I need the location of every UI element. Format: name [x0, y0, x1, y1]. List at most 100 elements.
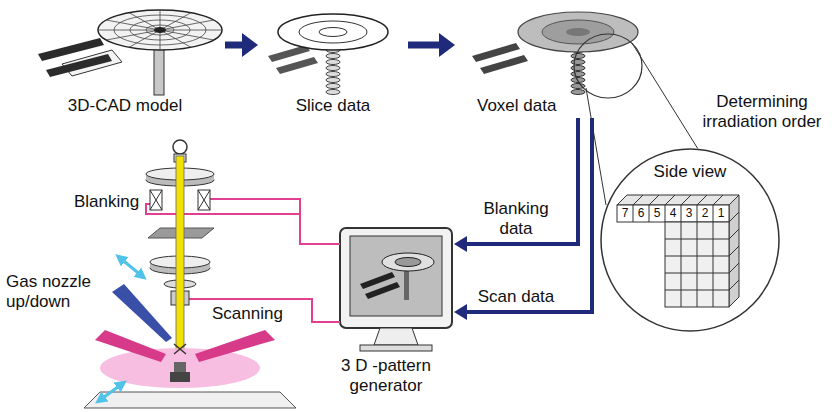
- monitor-illustration-part: [360, 345, 432, 351]
- callout-number: 4: [665, 205, 681, 222]
- side-view-grid-part: [633, 205, 713, 222]
- voxel-data-illustration-part: [571, 60, 585, 65]
- fib-apparatus-part: [95, 330, 166, 362]
- cad-model-illustration-part: [46, 54, 112, 77]
- cad-model-illustration-part: [98, 10, 222, 50]
- fib-apparatus-part: [195, 330, 275, 362]
- slice-data-illustration-part: [326, 66, 340, 71]
- edge-label: Blanking data: [476, 199, 556, 239]
- cad-model-illustration-part: [38, 38, 104, 61]
- side-view-grid-part: [665, 222, 729, 307]
- side-view-grid-part: [729, 195, 739, 307]
- control-wires-part: [210, 199, 340, 244]
- voxel-data-illustration: [472, 12, 638, 95]
- edge-label: Scan data: [476, 287, 556, 307]
- fib-apparatus-part: [173, 140, 187, 154]
- voxel-data-illustration-part: [571, 90, 585, 95]
- slice-data-illustration: [268, 14, 388, 95]
- fib-apparatus-part: [100, 384, 122, 400]
- process-note: Determining irradiation order: [692, 92, 832, 132]
- node-label: Voxel data: [477, 96, 650, 116]
- flow-arrow: [225, 33, 258, 57]
- monitor-illustration-part: [395, 258, 421, 267]
- voxel-data-figure: Voxel data: [455, 0, 650, 118]
- node-label: 3 D -pattern generator: [318, 356, 454, 396]
- fib-apparatus-part: [176, 156, 184, 350]
- arrow-head: [242, 33, 258, 57]
- monitor-illustration-part: [404, 268, 409, 300]
- fib-apparatus-part: [112, 284, 172, 342]
- slice-data-illustration-part: [326, 78, 340, 83]
- callout-number: 2: [697, 205, 713, 222]
- side-view-grid-part: [729, 212, 739, 290]
- arrow-shaft: [464, 118, 592, 312]
- callout-number: 5: [649, 205, 665, 222]
- monitor-illustration-part: [340, 228, 452, 328]
- slice-data-illustration-part: [326, 60, 340, 65]
- flow-arrow: [454, 118, 592, 320]
- slice-data-illustration-part: [326, 84, 340, 89]
- cad-model-illustration-part: [98, 10, 222, 50]
- slice-data-illustration-part: [326, 72, 340, 77]
- flow-arrow: [408, 33, 455, 57]
- cad-model-illustration-part: [154, 27, 166, 33]
- callout-number: 6: [633, 205, 649, 222]
- pattern-generator-monitor: 3 D -pattern generator: [318, 226, 454, 398]
- fib-apparatus-part: [174, 362, 186, 372]
- node-label: 3D-CAD model: [25, 96, 225, 116]
- cad-model-illustration: [38, 10, 222, 95]
- slice-data-illustration-part: [319, 28, 347, 37]
- fib-apparatus: [84, 140, 296, 408]
- fib-apparatus-part: [170, 372, 190, 382]
- side-view-circle: Side view: [600, 148, 780, 332]
- monitor-illustration-part: [365, 282, 400, 299]
- slice-data-illustration-part: [326, 90, 340, 95]
- side-view-grid: [600, 148, 780, 332]
- arrow-head: [454, 304, 467, 320]
- voxel-data-illustration-part: [518, 12, 638, 52]
- voxel-data-illustration-part: [480, 55, 528, 74]
- monitor-illustration: [340, 228, 452, 351]
- arrow-head: [454, 236, 467, 252]
- voxel-data-illustration-part: [571, 54, 585, 59]
- arrow-shaft: [464, 118, 578, 244]
- slice-data-illustration-part: [278, 14, 388, 50]
- voxel-data-illustration-part: [571, 72, 585, 77]
- slice-data-figure: Slice data: [258, 0, 408, 118]
- monitor-illustration-part: [382, 253, 434, 271]
- fib-apparatus-part: [198, 190, 210, 210]
- callout-number: 1: [713, 205, 729, 222]
- side-view-grid-part: [617, 195, 739, 205]
- part-name: Blanking: [74, 192, 139, 212]
- fib-apparatus-part: [174, 344, 186, 354]
- slice-data-illustration-part: [276, 57, 318, 74]
- fib-apparatus-part: [120, 258, 142, 276]
- part-name: Gas nozzle up/down: [6, 272, 102, 312]
- fib-apparatus-part: [150, 190, 162, 210]
- fib-apparatus-part: [84, 392, 296, 408]
- voxel-data-illustration-part: [566, 28, 590, 36]
- monitor-illustration-part: [350, 236, 442, 316]
- callout-number: 3: [681, 205, 697, 222]
- fib-apparatus-part: [198, 190, 210, 210]
- circle-outline-shape: [601, 149, 779, 331]
- node-label: Slice data: [258, 96, 408, 116]
- side-view-grid-part: [600, 148, 780, 332]
- slice-data-illustration-part: [299, 21, 367, 43]
- control-wires-part: [146, 204, 300, 214]
- cad-model-figure: 3D-CAD model: [25, 0, 225, 118]
- voxel-data-illustration-part: [571, 66, 585, 71]
- part-name: Scanning: [212, 304, 283, 324]
- monitor-illustration-part: [374, 328, 418, 345]
- control-wires: [146, 199, 340, 322]
- fib-apparatus-part: [150, 190, 162, 210]
- side-view-grid-part: [665, 222, 729, 307]
- side-view-grid-part: [633, 195, 723, 205]
- fib-apparatus-part: [100, 348, 260, 388]
- callout-number: 7: [617, 205, 633, 222]
- arrow-shaft: [408, 42, 442, 49]
- voxel-data-illustration-part: [542, 20, 614, 44]
- arrow-head: [439, 33, 455, 57]
- flow-arrow: [454, 118, 578, 252]
